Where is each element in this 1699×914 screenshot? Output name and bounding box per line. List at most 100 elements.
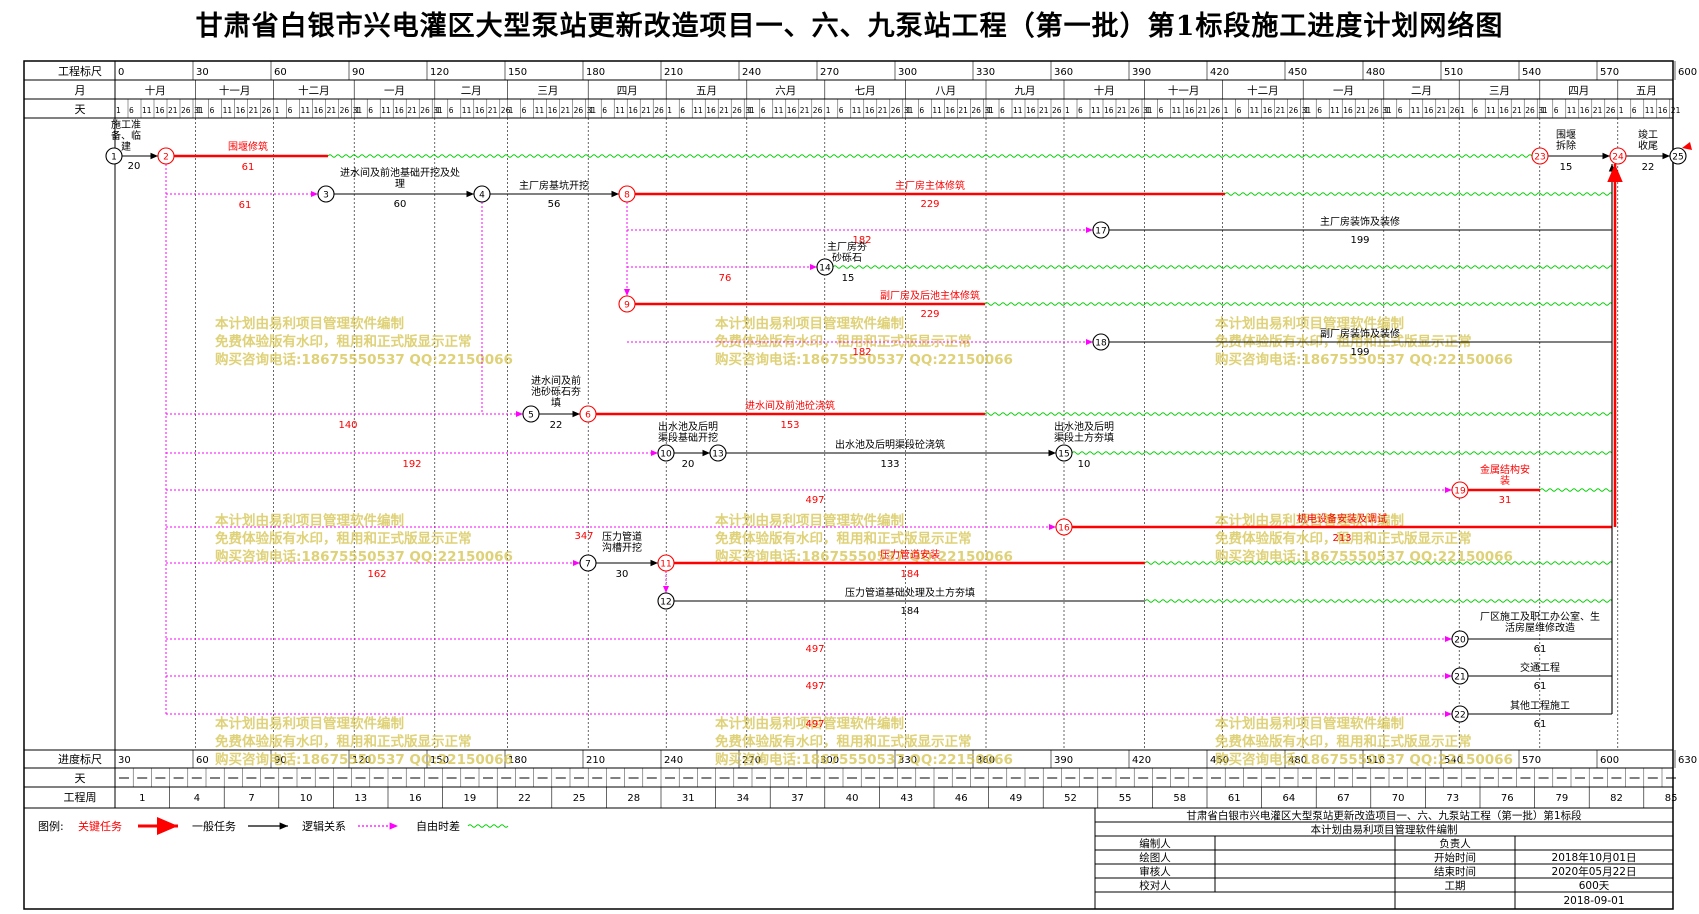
label-8-24-name: 主厂房主体修筑 <box>895 179 965 192</box>
day-cell-3-1: 6 <box>368 106 373 115</box>
day-cell-17-1: 6 <box>1473 106 1478 115</box>
day-cell-8-5: 26 <box>813 106 823 115</box>
node-10-circle <box>657 444 675 462</box>
watermark-line3-8: 购买咨询电话:18675550537 QQ:22150066 <box>1215 751 1513 768</box>
day-cell-4-1: 6 <box>449 106 454 115</box>
legend-float-label: 自由时差 <box>416 819 460 833</box>
top-scale-tick-3: 90 <box>352 67 365 78</box>
day-cell-7-3: 16 <box>706 106 716 115</box>
week-cell-7: 22 <box>518 793 531 804</box>
watermark-line3-3: 购买咨询电话:18675550537 QQ:22150066 <box>215 548 513 565</box>
day-cell-13-3: 16 <box>1185 106 1195 115</box>
day-cell-0-0: 1 <box>116 106 121 115</box>
day-cell-12-6: 31 <box>1143 106 1153 115</box>
node-17-circle <box>1092 221 1110 239</box>
watermark-line1-3: 本计划由易利项目管理软件编制 <box>215 512 404 529</box>
day-cell-14-1: 6 <box>1237 106 1242 115</box>
day-cell-10-4: 21 <box>958 106 968 115</box>
label-23-name-l1: 拆除 <box>1556 139 1576 152</box>
watermark-line2-4: 免费体验版有水印，租用和正式版显示正常 <box>715 530 972 547</box>
bottom-scale-label: 进度标尺 <box>58 752 102 766</box>
month-cell-3: 一月 <box>384 85 405 97</box>
label-8-14-dur: 76 <box>719 273 732 284</box>
node-8-circle <box>618 185 636 203</box>
top-scale-tick-15: 450 <box>1288 67 1307 78</box>
watermark-line1-2: 本计划由易利项目管理软件编制 <box>1215 315 1404 332</box>
bottom-scale-tick-0: 30 <box>118 755 131 766</box>
title-block-software: 本计划由易利项目管理软件编制 <box>1311 823 1458 836</box>
week-cell-14: 43 <box>900 793 913 804</box>
label-14-name-l1: 砂砾石 <box>832 251 862 264</box>
week-cell-22: 67 <box>1337 793 1350 804</box>
node-23-label: 23 <box>1534 153 1545 163</box>
day-cell-2-6: 31 <box>353 106 363 115</box>
float-14 <box>832 265 1613 269</box>
day-cell-18-4: 21 <box>1593 106 1603 115</box>
day-cell-11-2: 11 <box>1013 106 1023 115</box>
day-cell-12-0: 1 <box>1065 106 1070 115</box>
title-block-project: 甘肃省白银市兴电灌区大型泵站更新改造项目一、六、九泵站工程（第一批）第1标段 <box>1186 809 1582 822</box>
bottom-scale-tick-14: 450 <box>1210 755 1229 766</box>
watermark-line1-7: 本计划由易利项目管理软件编制 <box>715 715 904 732</box>
day-cell-9-4: 21 <box>878 106 888 115</box>
label-20-name-l0: 厂区施工及职工办公室、生 <box>1480 610 1600 623</box>
label-5-6-dur: 22 <box>550 420 563 431</box>
node-6-label: 6 <box>585 411 591 421</box>
label-9-18-dur: 182 <box>852 347 871 358</box>
bottom-scale-tick-6: 210 <box>586 755 605 766</box>
top-scale-label: 工程标尺 <box>58 64 102 78</box>
day-cell-8-3: 16 <box>787 106 797 115</box>
bottom-scale-tick-2: 90 <box>274 755 287 766</box>
bottom-scale-tick-12: 390 <box>1054 755 1073 766</box>
node-13-label: 13 <box>712 450 723 460</box>
node-1-circle <box>105 147 123 165</box>
label-2-20-dur: 497 <box>805 644 824 655</box>
week-cell-13: 40 <box>846 793 859 804</box>
label-23-dur: 15 <box>1560 162 1573 173</box>
node-13-circle <box>709 444 727 462</box>
watermark-line3-0: 购买咨询电话:18675550537 QQ:22150066 <box>215 351 513 368</box>
label-10-13-name-l0: 出水池及后明 <box>658 420 718 433</box>
label-5-6-name-l2: 填 <box>551 396 561 409</box>
label-16-name: 机电设备安装及调试 <box>1297 512 1387 525</box>
month-cell-6: 四月 <box>617 85 638 97</box>
day-cell-3-5: 26 <box>420 106 430 115</box>
watermark-line3-5: 购买咨询电话:18675550537 QQ:22150066 <box>1215 548 1513 565</box>
day-cell-9-2: 11 <box>852 106 862 115</box>
day-cell-2-2: 11 <box>301 106 311 115</box>
top-scale-tick-6: 180 <box>586 67 605 78</box>
label-20-dur: 61 <box>1534 644 1547 655</box>
bottom-scale-tick-4: 150 <box>430 755 449 766</box>
month-cell-17: 三月 <box>1489 85 1510 97</box>
label-3-4-dur: 60 <box>394 199 407 210</box>
day-cell-6-3: 16 <box>628 106 638 115</box>
day-cell-1-2: 11 <box>223 106 233 115</box>
node-20-label: 20 <box>1454 636 1466 646</box>
day-cell-8-1: 6 <box>761 106 766 115</box>
day-cell-5-3: 16 <box>548 106 558 115</box>
day-cell-13-1: 6 <box>1159 106 1164 115</box>
day-cell-13-2: 11 <box>1172 106 1182 115</box>
month-cell-15: 一月 <box>1333 85 1354 97</box>
day-cell-15-2: 11 <box>1330 106 1340 115</box>
month-row-label: 月 <box>75 84 86 97</box>
top-scale-tick-4: 120 <box>430 67 449 78</box>
node-18-label: 18 <box>1095 339 1107 349</box>
month-cell-0: 十月 <box>145 84 166 97</box>
node-7-label: 7 <box>585 560 591 570</box>
week-cell-16: 49 <box>1010 793 1023 804</box>
day-cell-6-4: 21 <box>641 106 651 115</box>
label-17-name: 主厂房装饰及装修 <box>1320 215 1400 228</box>
page-title: 甘肃省白银市兴电灌区大型泵站更新改造项目一、六、九泵站工程（第一批）第1标段施工… <box>195 11 1504 42</box>
day-cell-6-5: 26 <box>654 106 664 115</box>
legend-normal-label: 一般任务 <box>192 820 236 833</box>
day-cell-14-2: 11 <box>1250 106 1260 115</box>
label-prep-name-l1: 备、临 <box>111 129 141 142</box>
day-cell-11-1: 6 <box>1000 106 1005 115</box>
day-cell-10-1: 6 <box>919 106 924 115</box>
day-cell-9-6: 31 <box>904 106 914 115</box>
node-14-circle <box>816 258 834 276</box>
node-12-circle <box>657 592 675 610</box>
day-cell-4-4: 21 <box>488 106 498 115</box>
float-15 <box>1071 451 1613 455</box>
